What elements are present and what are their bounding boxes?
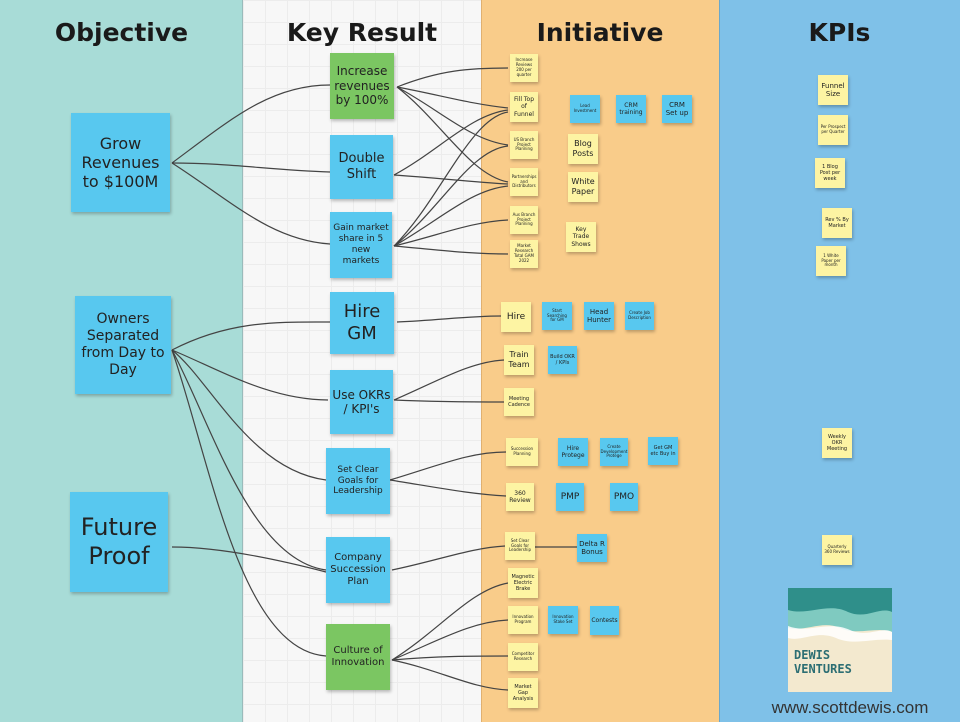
- ini-contests[interactable]: Contests: [590, 606, 619, 635]
- link-market-partnership: [393, 185, 509, 247]
- ini-lead-investment[interactable]: Lead Investment: [570, 95, 600, 123]
- link-owners-goals: [171, 349, 327, 481]
- ini-innovation-program[interactable]: Innovation Program: [508, 606, 538, 634]
- link-owners-succession: [171, 349, 327, 571]
- logo-line-1: DEWIS: [794, 648, 831, 662]
- website-url[interactable]: www.scottdewis.com: [771, 698, 929, 717]
- logo-line-2: VENTURES: [794, 662, 852, 677]
- ini-aus-branch[interactable]: Aus Branch Project Planning: [510, 206, 538, 234]
- ini-360-review[interactable]: 360 Review: [506, 483, 534, 511]
- link-market-research: [393, 245, 509, 255]
- kr-culture-innovation[interactable]: Culture of Innovation: [326, 624, 390, 690]
- link-grow-increase: [171, 84, 331, 164]
- ini-magnetic-brake[interactable]: Magnetic Electric Brake: [508, 568, 538, 598]
- ini-meeting-cadence[interactable]: Meeting Cadence: [504, 388, 534, 416]
- ini-pmo[interactable]: PMO: [610, 483, 638, 511]
- ini-market-research[interactable]: Market Research Total GAM 2022: [510, 240, 538, 268]
- kpi-blog-per-week[interactable]: 1 Blog Post per week: [815, 158, 845, 188]
- ini-build-okr[interactable]: Build OKR / KPIs: [548, 346, 577, 374]
- ini-innovation-stake[interactable]: Innovation Stake Set: [548, 606, 578, 634]
- ini-us-branch[interactable]: US Branch Project Planning: [510, 131, 538, 159]
- kr-double-shift[interactable]: Double Shift: [330, 135, 393, 199]
- link-grow-double: [171, 162, 331, 173]
- link-owners-hire: [171, 321, 331, 351]
- objective-future-proof[interactable]: Future Proof: [70, 492, 168, 592]
- link-increase-usbranch: [396, 86, 509, 146]
- ini-fill-top-funnel[interactable]: Fill Top of Funnel: [510, 92, 538, 122]
- link-culture-magnetic: [391, 582, 509, 661]
- ini-create-development[interactable]: Create Development Protege: [600, 438, 628, 466]
- ini-create-job[interactable]: Create Job Description: [625, 302, 654, 330]
- kpi-funnel-size[interactable]: Funnel Size: [818, 75, 848, 105]
- ini-partnerships[interactable]: Partnerships and Distributors: [510, 168, 538, 196]
- ini-market-gap[interactable]: Market Gap Analysis: [508, 678, 538, 708]
- ini-crm-training[interactable]: CRM training: [616, 95, 646, 123]
- link-okrs-meeting: [393, 399, 505, 403]
- dewis-ventures-logo: DEWIS VENTURES: [788, 588, 892, 692]
- ini-crm-setup[interactable]: CRM Set up: [662, 95, 692, 123]
- kpi-weekly-okr[interactable]: Weekly OKR Meeting: [822, 428, 852, 458]
- kr-hire-gm[interactable]: Hire GM: [330, 292, 394, 354]
- key-result-header: Key Result: [286, 18, 438, 47]
- link-hire-gm-hire: [396, 315, 502, 323]
- ini-start-searching[interactable]: Start Searching for GM: [542, 302, 572, 330]
- ini-white-paper[interactable]: White Paper: [568, 172, 598, 202]
- beach-waves-icon: [788, 588, 892, 642]
- kr-increase-revenues[interactable]: Increase revenues by 100%: [330, 53, 394, 119]
- link-market-usbranch: [393, 145, 509, 247]
- link-increase-reviews: [396, 67, 509, 88]
- link-double-partnership: [393, 174, 509, 185]
- ini-increase-reviews[interactable]: Increase Reviews 200 per quarter: [510, 54, 538, 82]
- kr-gain-market-share[interactable]: Gain market share in 5 new markets: [330, 212, 392, 278]
- ini-delta-bonus[interactable]: Delta R Bonus: [577, 534, 607, 562]
- link-double-filltop: [393, 109, 509, 176]
- kpi-quarterly-360[interactable]: Quarterly 360 Reviews: [822, 535, 852, 565]
- ini-succession-planning[interactable]: Succession Planning: [506, 438, 538, 466]
- ini-hire[interactable]: Hire: [501, 302, 531, 332]
- objective-owners-separated[interactable]: Owners Separated from Day to Day: [75, 296, 171, 394]
- kpis-header: KPIs: [808, 18, 871, 47]
- link-grow-market: [171, 162, 331, 245]
- link-market-ausbranch: [393, 219, 509, 247]
- ini-hire-protege[interactable]: Hire Protege: [558, 438, 588, 466]
- link-goals-360: [389, 479, 507, 497]
- ini-set-clear-goals[interactable]: Set Clear Goals for Leadership: [505, 532, 535, 560]
- ini-trade-shows[interactable]: Key Trade Shows: [566, 222, 596, 252]
- objective-grow-revenues[interactable]: Grow Revenues to $100M: [71, 113, 170, 212]
- kr-use-okrs[interactable]: Use OKRs / KPI's: [330, 370, 393, 434]
- kpi-per-prospect[interactable]: Per Prospect per Quarter: [818, 115, 848, 145]
- initiative-header: Initiative: [536, 18, 664, 47]
- link-future-succession: [171, 546, 327, 573]
- kr-set-clear-goals[interactable]: Set Clear Goals for Leadership: [326, 448, 390, 514]
- kpi-white-paper-month[interactable]: 1 White Paper per month: [816, 246, 846, 276]
- objective-header: Objective: [54, 18, 189, 47]
- ini-blog-posts[interactable]: Blog Posts: [568, 134, 598, 164]
- ini-pmp[interactable]: PMP: [556, 483, 584, 511]
- ini-get-gm-buy-in[interactable]: Get GM etc Buy in: [648, 437, 678, 465]
- ini-train-team[interactable]: Train Team: [504, 345, 534, 375]
- ini-competitor-research[interactable]: Competitor Research: [508, 643, 538, 671]
- link-succession-setgoals: [391, 545, 506, 571]
- link-owners-okrs: [171, 349, 329, 401]
- kr-succession-plan[interactable]: Company Succession Plan: [326, 537, 390, 603]
- link-okrs-train: [393, 359, 505, 401]
- link-market-filltop: [393, 111, 509, 247]
- link-culture-competitor: [391, 655, 509, 661]
- link-increase-partnership: [396, 86, 509, 183]
- link-culture-program: [391, 619, 509, 661]
- ini-head-hunter[interactable]: Head Hunter: [584, 302, 614, 330]
- link-owners-culture: [171, 349, 327, 657]
- link-goals-succession: [389, 451, 507, 481]
- link-culture-gap: [391, 659, 509, 691]
- kpi-rev-by-market[interactable]: Rev % By Market: [822, 208, 852, 238]
- link-increase-filltop: [396, 86, 509, 109]
